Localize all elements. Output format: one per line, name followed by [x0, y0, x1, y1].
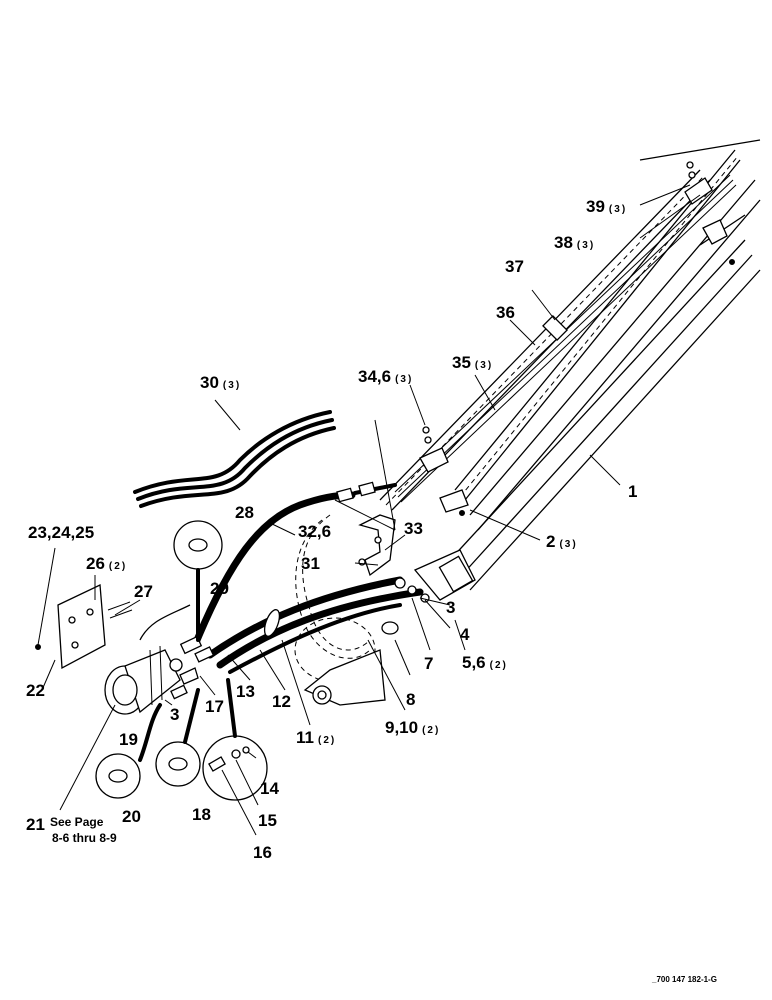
callout-19: 19 — [119, 730, 138, 749]
callout-32-6: 32,6 — [298, 522, 331, 541]
callout-15: 15 — [258, 811, 277, 830]
callout-26: 26(2) — [86, 554, 127, 573]
callout-labels: 39(3) 38(3) 37 36 35(3) 34,6(3) 30(3) 1 … — [26, 197, 717, 984]
callout-39: 39(3) — [586, 197, 627, 216]
callout-5-6: 5,6(2) — [462, 653, 508, 672]
callout-4: 4 — [460, 625, 470, 644]
leader-lines — [37, 184, 701, 836]
callout-21: 21 — [26, 815, 45, 834]
callout-3a: 3 — [446, 598, 455, 617]
callout-34-6: 34,6(3) — [358, 367, 413, 386]
callout-13: 13 — [236, 682, 255, 701]
callout-12: 12 — [272, 692, 291, 711]
callout-2: 2(3) — [546, 532, 578, 551]
callout-33: 33 — [404, 519, 423, 538]
callout-7: 7 — [424, 654, 433, 673]
callout-14: 14 — [260, 779, 279, 798]
callout-22: 22 — [26, 681, 45, 700]
callout-30: 30(3) — [200, 373, 241, 392]
callout-23-24-25: 23,24,25 — [28, 523, 94, 542]
hoses-30 — [133, 410, 336, 508]
coil-29 — [173, 520, 223, 642]
callout-36: 36 — [496, 303, 515, 322]
mounting-plate — [35, 584, 191, 670]
callout-11: 11(2) — [296, 728, 336, 747]
see-page-note-line2: 8-6 thru 8-9 — [52, 831, 117, 845]
see-page-note-line1: See Page — [50, 815, 104, 829]
coil-18 — [155, 688, 201, 787]
callout-38: 38(3) — [554, 233, 595, 252]
callout-9-10: 9,10(2) — [385, 718, 440, 737]
boom-tubes — [379, 139, 761, 591]
callout-8: 8 — [406, 690, 415, 709]
callout-3b: 3 — [170, 705, 179, 724]
hydraulic-motor — [104, 645, 183, 715]
figure-id: _700 147 182-1-G — [651, 975, 717, 984]
callout-37: 37 — [505, 257, 524, 276]
callout-35: 35(3) — [452, 353, 493, 372]
callout-16: 16 — [253, 843, 272, 862]
callout-17: 17 — [205, 697, 224, 716]
tube-clamps — [419, 161, 735, 516]
fitting-detail-circle — [202, 678, 268, 801]
callout-27: 27 — [134, 582, 153, 601]
callout-29: 29 — [210, 579, 229, 598]
callout-20: 20 — [122, 807, 141, 826]
callout-28: 28 — [235, 503, 254, 522]
callout-31: 31 — [301, 554, 320, 573]
cylinder-base — [303, 549, 476, 706]
coil-20 — [95, 703, 162, 799]
callout-18: 18 — [192, 805, 211, 824]
mounting-bracket — [358, 514, 396, 577]
callout-1: 1 — [628, 482, 637, 501]
hoses-12-13 — [206, 576, 424, 674]
